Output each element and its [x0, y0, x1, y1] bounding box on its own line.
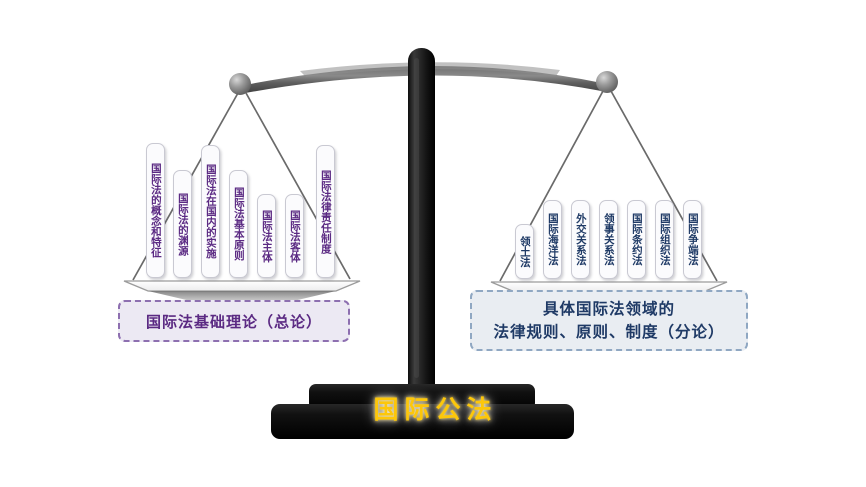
right-pan-caption-line1: 具体国际法领域的 [542, 300, 675, 319]
balance-column [408, 48, 435, 398]
right-pan-item-3[interactable]: 领事关系法 [599, 200, 618, 279]
right-pan-item-4[interactable]: 国际条约法 [627, 200, 646, 279]
left-pan-item-2[interactable]: 国际法在国内的实施 [201, 145, 220, 278]
left-pan-item-0[interactable]: 国际法的概念和特征 [146, 143, 165, 278]
right-pan-item-1[interactable]: 国际海洋法 [543, 200, 562, 279]
right-pivot-knob [596, 71, 618, 93]
right-pan-item-5[interactable]: 国际组织法 [655, 200, 674, 279]
left-pan-item-3[interactable]: 国际法基本原则 [229, 170, 248, 278]
left-pan-caption: 国际法基础理论（总论） [118, 300, 350, 342]
right-pan-caption-line2: 法律规则、原则、制度（分论） [493, 322, 725, 341]
left-pan-item-5[interactable]: 国际法客体 [285, 194, 304, 278]
left-pan-item-1[interactable]: 国际法的渊源 [173, 170, 192, 278]
left-pan-item-4[interactable]: 国际法主体 [257, 194, 276, 278]
left-pivot-knob [229, 73, 251, 95]
left-pan-item-6[interactable]: 国际法律责任制度 [316, 145, 335, 278]
right-pan-item-6[interactable]: 国际争端法 [683, 200, 702, 279]
left-pan-caption-text: 国际法基础理论（总论） [145, 312, 322, 331]
balance-beam [240, 62, 607, 94]
right-pan-caption: 具体国际法领域的 法律规则、原则、制度（分论） [470, 290, 748, 351]
base-title: 国际公法 [373, 395, 498, 424]
right-pan-item-2[interactable]: 外交关系法 [571, 200, 590, 279]
base-pedestal [271, 384, 574, 439]
right-pan-item-0[interactable]: 领土法 [515, 224, 534, 279]
